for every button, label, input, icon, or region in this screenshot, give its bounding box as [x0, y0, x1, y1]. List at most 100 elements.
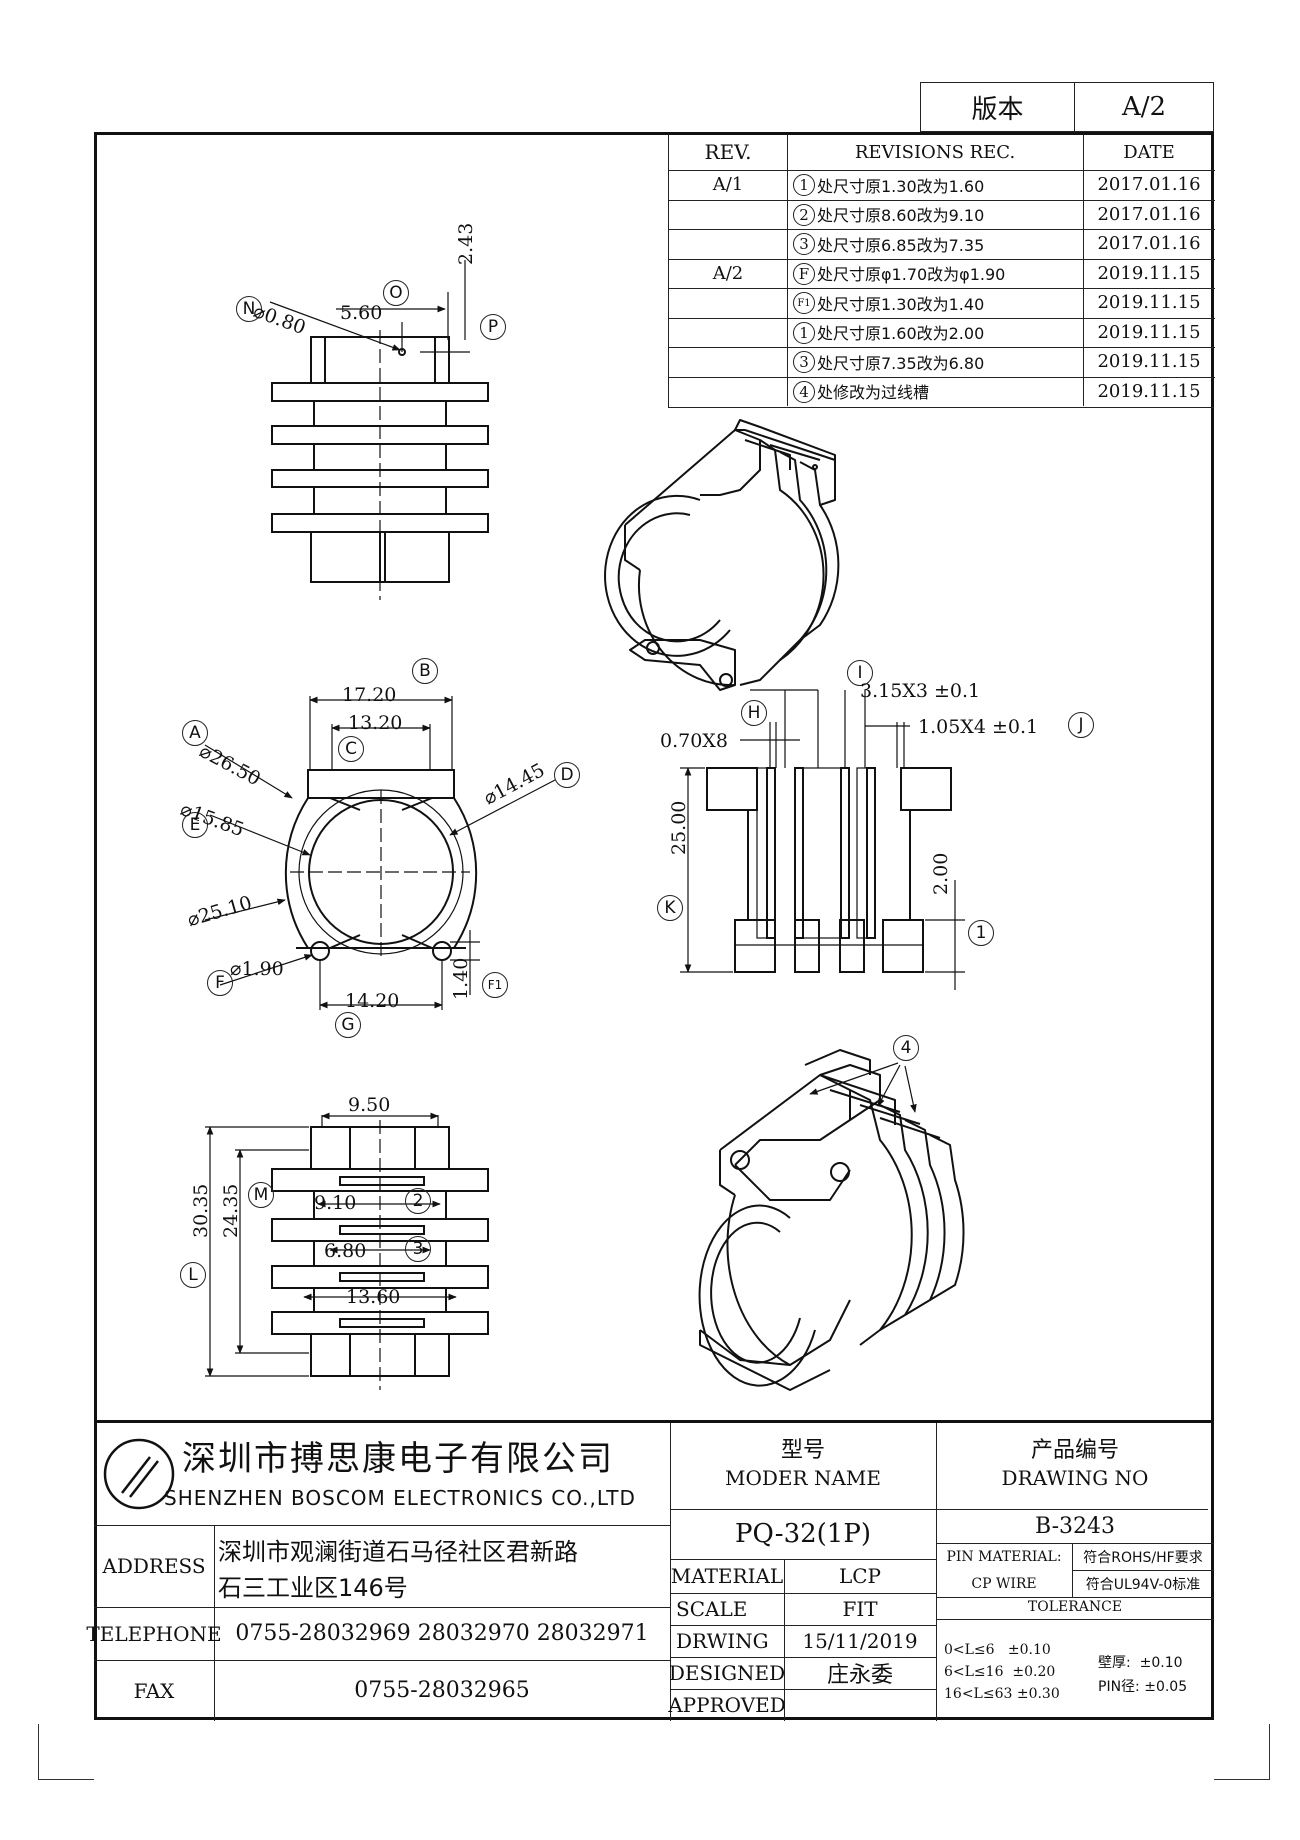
dimension-H-val: 0.70X8: [660, 730, 728, 752]
address-line-1: 深圳市观澜街道石马径社区君新路: [218, 1537, 578, 1566]
revision-rev: A/2: [712, 262, 744, 284]
dimension-L-lbl: L: [180, 1262, 206, 1288]
rev-header: REV.: [704, 140, 752, 164]
dimension-one-val: 2.00: [930, 852, 952, 895]
side-view: [680, 689, 965, 990]
dimension-F-val: ⌀1.90: [230, 958, 284, 980]
dimension-K-lbl: K: [657, 895, 683, 921]
approved-label: APPROVED: [668, 1693, 786, 1717]
dimension-F-lbl: F: [207, 970, 233, 996]
tolerance-row-1: 0<L≤6 ±0.10: [944, 1642, 1051, 1658]
dimension-M-lbl: M: [248, 1182, 274, 1208]
revision-mark: 1: [793, 321, 815, 344]
dimension-B-val: 17.20: [342, 684, 397, 706]
model-label-cn: 型号: [780, 1438, 825, 1463]
dimension-w3: 6.80: [324, 1240, 367, 1262]
dimension-four-lbl: 4: [893, 1035, 919, 1061]
pin-material-value: CP WIRE: [971, 1575, 1037, 1592]
dimension-P-val: 2.43: [455, 222, 477, 265]
fax-label: FAX: [133, 1678, 175, 1703]
drawing-no-label-en: DRAWING NO: [1001, 1466, 1149, 1490]
dimension-K-val: 25.00: [668, 800, 690, 855]
fax-value: 0755-28032965: [354, 1678, 530, 1703]
dimension-O-val: 5.60: [340, 302, 383, 324]
material-value: LCP: [838, 1564, 882, 1588]
tolerance-row-2: 6<L≤16 ±0.20: [944, 1664, 1056, 1680]
wall-tolerance: 壁厚: ±0.10: [1098, 1655, 1183, 1671]
drwing-label: DRWING: [676, 1629, 769, 1653]
revision-text: 处尺寸原1.60改为2.00: [817, 324, 985, 344]
pin-material-label: PIN MATERIAL:: [946, 1548, 1062, 1565]
model-label-en: MODER NAME: [725, 1466, 881, 1490]
isometric-view-bottom: [698, 1049, 965, 1391]
revision-text: 处尺寸原6.85改为7.35: [817, 235, 985, 255]
dimension-O-lbl: O: [383, 280, 409, 306]
approved-value: [784, 1689, 936, 1721]
dimension-F1-val: 1.40: [450, 957, 472, 1000]
pin-tolerance: PIN径: ±0.05: [1098, 1679, 1188, 1695]
model-value: PQ-32(1P): [735, 1519, 871, 1549]
crop-mark-right: [1214, 1724, 1270, 1780]
dimension-B-lbl: B: [412, 658, 438, 684]
front-view: [204, 696, 556, 1010]
dimension-A-lbl: A: [182, 720, 208, 746]
designed-label: DESIGNED: [668, 1661, 786, 1685]
dimension-H-lbl: H: [741, 700, 767, 726]
rec-header: REVISIONS REC.: [854, 141, 1016, 163]
drawing-no-value: B-3243: [1035, 1513, 1115, 1539]
revision-text: 处尺寸原1.30改为1.40: [817, 294, 985, 314]
rohs-compliance: 符合ROHS/HF要求: [1083, 1549, 1203, 1566]
revision-date: 2019.11.15: [1097, 351, 1201, 373]
drawing-no-label-cn: 产品编号: [1030, 1438, 1119, 1463]
revision-mark: F: [793, 262, 815, 285]
scale-label: SCALE: [676, 1597, 748, 1621]
revision-date: 2019.11.15: [1097, 292, 1201, 314]
dimension-C-lbl: C: [338, 736, 364, 762]
revision-mark: 3: [793, 233, 815, 255]
revision-text: 处尺寸原φ1.70改为φ1.90: [817, 265, 1006, 285]
version-value: A/2: [1074, 82, 1214, 132]
revision-text: 处尺寸原1.30改为1.60: [817, 176, 985, 196]
date-header: DATE: [1123, 141, 1175, 163]
revision-date: 2017.01.16: [1097, 174, 1201, 196]
dimension-top-w: 9.50: [348, 1094, 391, 1116]
revision-date: 2017.01.16: [1097, 233, 1201, 255]
ul-compliance: 符合UL94V-0标准: [1085, 1576, 1201, 1593]
company-name-en: SHENZHEN BOSCOM ELECTRONICS CO.,LTD: [164, 1486, 636, 1510]
dimension-E-lbl: E: [182, 812, 208, 838]
crop-mark-left: [38, 1724, 94, 1780]
bottom-view: [205, 1112, 489, 1390]
dimension-inner-h: 24.35: [220, 1183, 242, 1238]
dimension-D-lbl: D: [554, 762, 580, 788]
telephone-value: 0755-28032969 28032970 28032971: [235, 1621, 649, 1646]
dimension-N-lbl: N: [236, 296, 262, 322]
revision-text: 处尺寸原7.35改为6.80: [817, 353, 985, 373]
revision-text: 处尺寸原8.60改为9.10: [817, 206, 985, 226]
revision-date: 2019.11.15: [1097, 321, 1201, 343]
company-logo-icon: [100, 1435, 178, 1513]
dimension-one-lbl: 1: [968, 920, 994, 946]
top-view: [269, 260, 489, 600]
material-label: MATERIAL: [670, 1564, 784, 1588]
dimension-F1-lbl: F1: [482, 972, 508, 998]
dimension-G-val: 14.20: [345, 990, 400, 1012]
revision-date: 2019.11.15: [1097, 380, 1201, 402]
revision-mark: 3: [793, 351, 815, 373]
title-block: 深圳市搏思康电子有限公司 SHENZHEN BOSCOM ELECTRONICS…: [86, 1420, 1214, 1721]
revision-date: 2019.11.15: [1097, 262, 1201, 284]
scale-value: FIT: [842, 1597, 878, 1621]
version-label: 版本: [920, 82, 1075, 132]
revision-mark: 4: [793, 380, 815, 403]
revision-rev: A/1: [712, 174, 744, 196]
dimension-C-val: 13.20: [348, 712, 403, 734]
address-label: ADDRESS: [102, 1554, 206, 1578]
dimension-I-lbl: I: [847, 660, 873, 686]
revision-date: 2017.01.16: [1097, 203, 1201, 225]
